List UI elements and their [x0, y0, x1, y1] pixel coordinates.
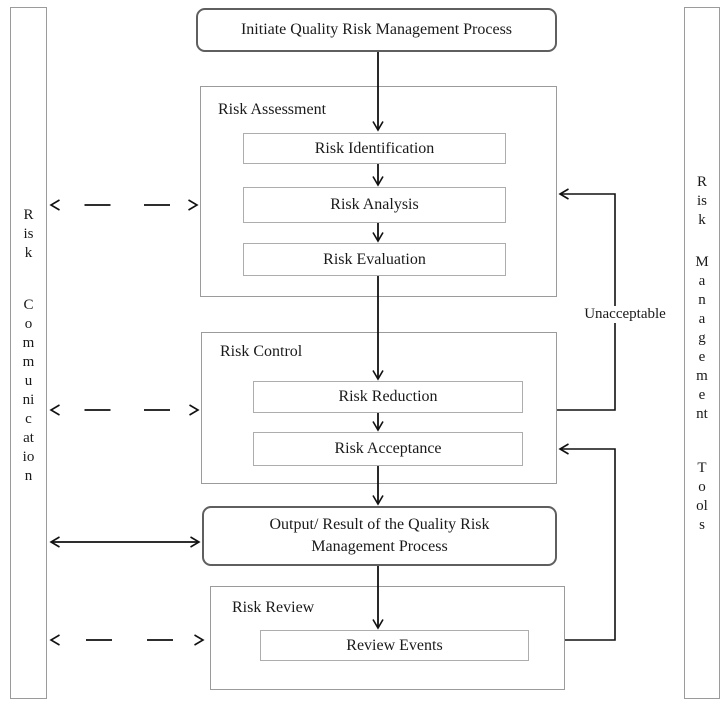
risk-reduction-box: Risk Reduction — [253, 381, 523, 413]
review-events-box: Review Events — [260, 630, 529, 661]
risk-assessment-label: Risk Assessment — [218, 101, 327, 118]
risk-control-label: Risk Control — [220, 343, 303, 360]
risk-analysis-label: Risk Analysis — [330, 196, 419, 213]
risk-acceptance-label: Risk Acceptance — [334, 440, 442, 457]
risk-reduction-label: Risk Reduction — [338, 388, 438, 405]
risk-evaluation-label: Risk Evaluation — [323, 250, 426, 268]
output-result-label: Output/ Result of the Quality Risk Manag… — [270, 514, 490, 558]
risk-identification-box: Risk Identification — [243, 133, 506, 164]
initiate-process-label: Initiate Quality Risk Management Process — [240, 21, 513, 38]
initiate-process-box: Initiate Quality Risk Management Process — [196, 8, 557, 52]
risk-identification-label: Risk Identification — [314, 139, 435, 157]
output-result-box: Output/ Result of the Quality Risk Manag… — [202, 506, 557, 566]
unacceptable-label: Unacceptable — [578, 306, 672, 323]
feedback-review-to-acceptance — [558, 443, 616, 641]
risk-review-label: Risk Review — [232, 599, 315, 616]
risk-analysis-box: Risk Analysis — [243, 187, 506, 223]
risk-acceptance-box: Risk Acceptance — [253, 432, 523, 466]
review-events-label: Review Events — [346, 636, 443, 654]
output-result-line2: Management Process — [311, 538, 448, 555]
risk-evaluation-box: Risk Evaluation — [243, 243, 506, 276]
output-result-line1: Output/ Result of the Quality Risk — [269, 516, 490, 533]
feedback-unacceptable-to-analysis — [557, 188, 616, 411]
